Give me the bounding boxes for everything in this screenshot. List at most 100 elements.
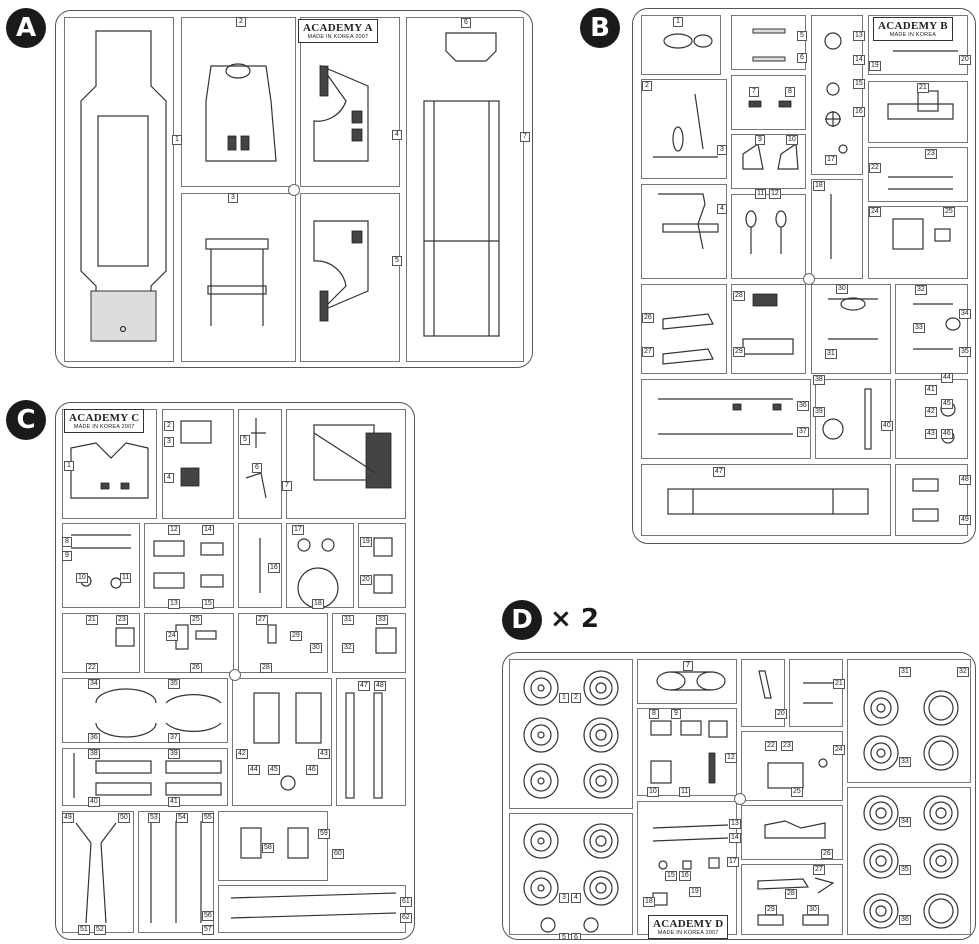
sprue-c-hub [229,669,241,681]
sprue-b-cell-41-46 [895,379,968,459]
sprue-b-num-6: 6 [797,53,807,63]
sprue-c-brand-plate: ACADEMY C MADE IN KOREA 2007 [64,409,145,433]
sprue-c-cell-23-26 [144,613,234,673]
sprue-c-num-54: 54 [176,813,188,823]
sprue-b-num-11: 11 [755,189,767,199]
sprue-c-cell-38-41 [62,748,228,806]
sprue-c-num-14: 14 [202,525,214,535]
sprue-d-num-10: 10 [647,787,659,797]
sprue-c-num-39: 39 [168,749,180,759]
sprue-c-num-31: 31 [342,615,354,625]
sprue-b-num-18: 18 [813,181,825,191]
sprue-d-num-15: 15 [665,871,677,881]
sprue-d-num-26: 26 [821,849,833,859]
sprue-b-hub [803,273,815,285]
sprue-a-cell-4 [300,17,400,187]
sprue-c-num-52: 52 [94,925,106,935]
sprue-c-num-43: 43 [318,749,330,759]
sprue-d: ACADEMY D MADE IN KOREA 2007 [502,652,976,940]
sprue-b-badge: B [580,8,620,48]
sprue-a-num-6: 6 [461,18,471,28]
sprue-a-num-2: 2 [236,17,246,27]
sprue-b-num-17: 17 [825,155,837,165]
sprue-b-num-34: 34 [959,309,971,319]
sprue-c-num-51: 51 [78,925,90,935]
sprue-b-num-30: 30 [836,284,848,294]
sprue-d-cell-7 [637,659,737,704]
sprue-b-num-33: 33 [913,323,925,333]
sprue-c-num-18: 18 [312,599,324,609]
sprue-b-cell-left-low [641,184,727,279]
sprue-d-num-19: 19 [689,887,701,897]
sprue-b-num-43: 43 [925,429,937,439]
sprue-c-num-34: 34 [88,679,100,689]
sprue-d-cell-wheels-3 [847,659,971,783]
sprue-d-num-16: 16 [679,871,691,881]
sprue-c-num-45: 45 [268,765,280,775]
sprue-b-num-48: 48 [959,475,971,485]
sprue-d-num-14: 14 [729,833,741,843]
sprue-d-num-2: 2 [571,693,581,703]
sprue-c-num-30: 30 [310,643,322,653]
sprue-c-num-38: 38 [88,749,100,759]
sprue-c-num-62: 62 [400,913,412,923]
sprue-b-cell-7-8 [731,75,806,130]
sprue-c-num-33: 33 [376,615,388,625]
sprue-a-letter: A [364,22,373,34]
sprue-d-num-29: 29 [765,905,777,915]
sprue-c-num-21: 21 [86,615,98,625]
sprue-d-num-36: 36 [899,915,911,925]
sprue-b-cell-26-27 [641,284,727,374]
sprue-c: ACADEMY C MADE IN KOREA 2007 [55,402,415,940]
sprue-c-cell-57-59 [218,811,328,881]
sprue-c-num-16: 16 [268,563,280,573]
sprue-d-brand-plate: ACADEMY D MADE IN KOREA 2007 [648,915,729,939]
sprue-c-num-57: 57 [202,925,214,935]
sprue-b-num-45: 45 [941,399,953,409]
sprue-b-num-23: 23 [925,149,937,159]
sprue-b-num-40: 40 [881,421,893,431]
sprue-d-num-33: 33 [899,757,911,767]
sprue-c-num-20: 20 [360,575,372,585]
sprue-b-cell-18 [811,179,863,279]
sprue-b-made: MADE IN KOREA [889,32,937,38]
sprue-a-parts [80,30,500,342]
sprue-c-num-3: 3 [164,437,174,447]
sprue-b-parts [653,28,961,522]
sprue-b-cell-24-25 [868,206,968,279]
sprue-d-num-18: 18 [643,897,655,907]
sprue-d-num-5: 5 [559,933,569,939]
sprue-d-cell-20 [741,659,785,727]
sprue-b-cell-30-31 [811,284,891,374]
sprue-d-num-24: 24 [833,745,845,755]
sprue-d-letter: D [715,918,724,930]
sprue-b-num-49: 49 [959,515,971,525]
sprue-c-made: MADE IN KOREA 2007 [73,424,135,430]
sprue-b-cell-top-left [641,15,721,75]
sprue-d-num-11: 11 [679,787,691,797]
sprue-c-cell-5-6 [238,409,282,519]
sprue-a-num-4: 4 [392,130,402,140]
sprue-b-num-25: 25 [943,207,955,217]
sprue-d-cell-wheels-4 [847,787,971,935]
sprue-c-num-35: 35 [168,679,180,689]
sprue-b-num-44: 44 [941,373,953,383]
sprue-b-num-14: 14 [853,55,865,65]
sprue-b-cell-19-20 [868,15,968,75]
sprue-b-num-28: 28 [733,291,745,301]
sprue-c-num-58: 58 [262,843,274,853]
sprue-d-parts [523,670,959,933]
sprue-b-num-19: 19 [869,61,881,71]
sprue-a-brand-plate: ACADEMY A MADE IN KOREA 2007 [298,19,378,43]
sprue-a-num-5: 5 [392,256,402,266]
sprue-c-cell-51-56 [138,811,214,933]
sprue-c-badge: C [6,400,46,440]
sprue-b-num-16: 16 [853,107,865,117]
sprue-c-num-17: 17 [292,525,304,535]
sprue-c-num-26: 26 [190,663,202,673]
sprue-b: ACADEMY B MADE IN KOREA [632,8,976,544]
sprue-c-num-53: 53 [148,813,160,823]
sprue-c-num-25: 25 [190,615,202,625]
sprue-b-num-21: 21 [917,83,929,93]
sprue-c-num-37: 37 [168,733,180,743]
